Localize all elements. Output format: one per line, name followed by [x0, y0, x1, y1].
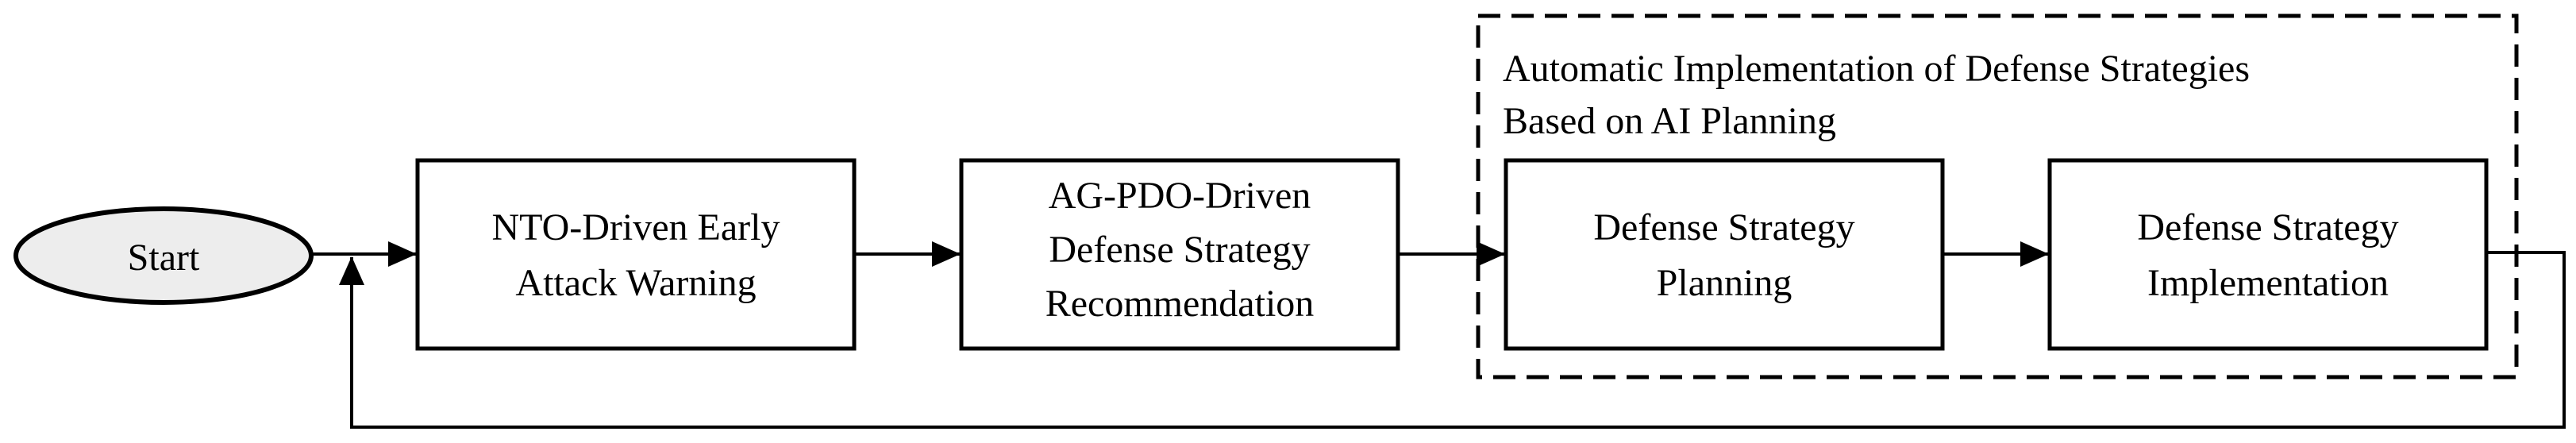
step-2-line-3: Recommendation	[1045, 283, 1315, 325]
group-title-line-2: Based on AI Planning	[1503, 100, 1836, 142]
step-4-line-2: Implementation	[2147, 262, 2389, 304]
arrow-feedback-loop	[339, 251, 2566, 429]
step-2-line-2: Defense Strategy	[1049, 229, 1310, 271]
start-label: Start	[128, 237, 200, 279]
step-1-line-2: Attack Warning	[515, 262, 756, 304]
step-box-strategy-implementation	[2047, 158, 2489, 351]
step-box-strategy-planning	[1504, 158, 1945, 351]
step-box-early-warning	[415, 158, 857, 351]
group-title-line-1: Automatic Implementation of Defense Stra…	[1503, 48, 2250, 90]
step-1-line-1: NTO-Driven Early	[492, 206, 780, 248]
step-3-line-2: Planning	[1657, 262, 1792, 304]
ai-planning-group-frame	[1476, 13, 2519, 379]
step-3-line-1: Defense Strategy	[1593, 206, 1854, 248]
step-4-line-1: Defense Strategy	[2137, 206, 2398, 248]
step-box-strategy-recommendation	[959, 158, 1400, 351]
step-2-line-1: AG-PDO-Driven	[1049, 175, 1311, 217]
